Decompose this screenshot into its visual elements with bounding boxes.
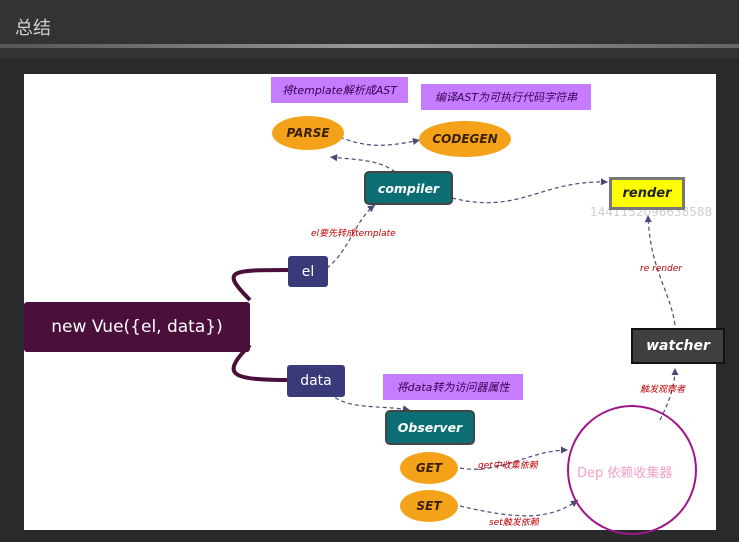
node-compiler: compiler <box>364 171 453 205</box>
node-get: GET <box>400 452 458 484</box>
note-observer: 将data转为访问器属性 <box>383 374 523 400</box>
edge-set-dep <box>459 499 579 517</box>
edge-label-dep-watcher: 触发观察者 <box>640 385 686 395</box>
edge-compiler-parse <box>329 154 396 173</box>
edge-label-set-dep: set触发依赖 <box>489 518 539 528</box>
node-set: SET <box>400 490 458 522</box>
edge-compiler-render <box>451 178 609 204</box>
edge-dep-watcher <box>659 367 679 421</box>
edge-label-el-compiler: el要先转成template <box>311 229 396 239</box>
node-codegen: CODEGEN <box>419 121 511 157</box>
node-root: new Vue({el, data}) <box>24 302 250 352</box>
edge-label-rerender: re render <box>640 264 682 274</box>
page-title: 总结 <box>15 18 51 39</box>
edge-watcher-render <box>644 214 676 326</box>
edge-el-compiler <box>326 204 376 269</box>
edge-root-data <box>231 343 291 382</box>
node-el: el <box>288 256 328 287</box>
header-divider <box>0 44 739 48</box>
edge-parse-codegen <box>339 136 421 146</box>
node-watcher: watcher <box>631 328 725 364</box>
dep-circle <box>567 405 697 535</box>
node-parse: PARSE <box>272 116 344 150</box>
edge-get-dep <box>459 446 569 470</box>
edge-data-observer <box>329 392 411 413</box>
note-codegen: 编译AST为可执行代码字符串 <box>421 84 591 110</box>
node-render: render <box>609 177 685 210</box>
header-bar <box>0 0 739 58</box>
node-observer: Observer <box>385 410 475 445</box>
edge-label-get-dep: get中收集依赖 <box>478 461 538 471</box>
note-parse: 将template解析成AST <box>271 77 408 103</box>
edge-root-el <box>231 268 291 302</box>
node-data: data <box>287 365 345 397</box>
dep-label: Dep 依赖收集器 <box>577 466 673 481</box>
